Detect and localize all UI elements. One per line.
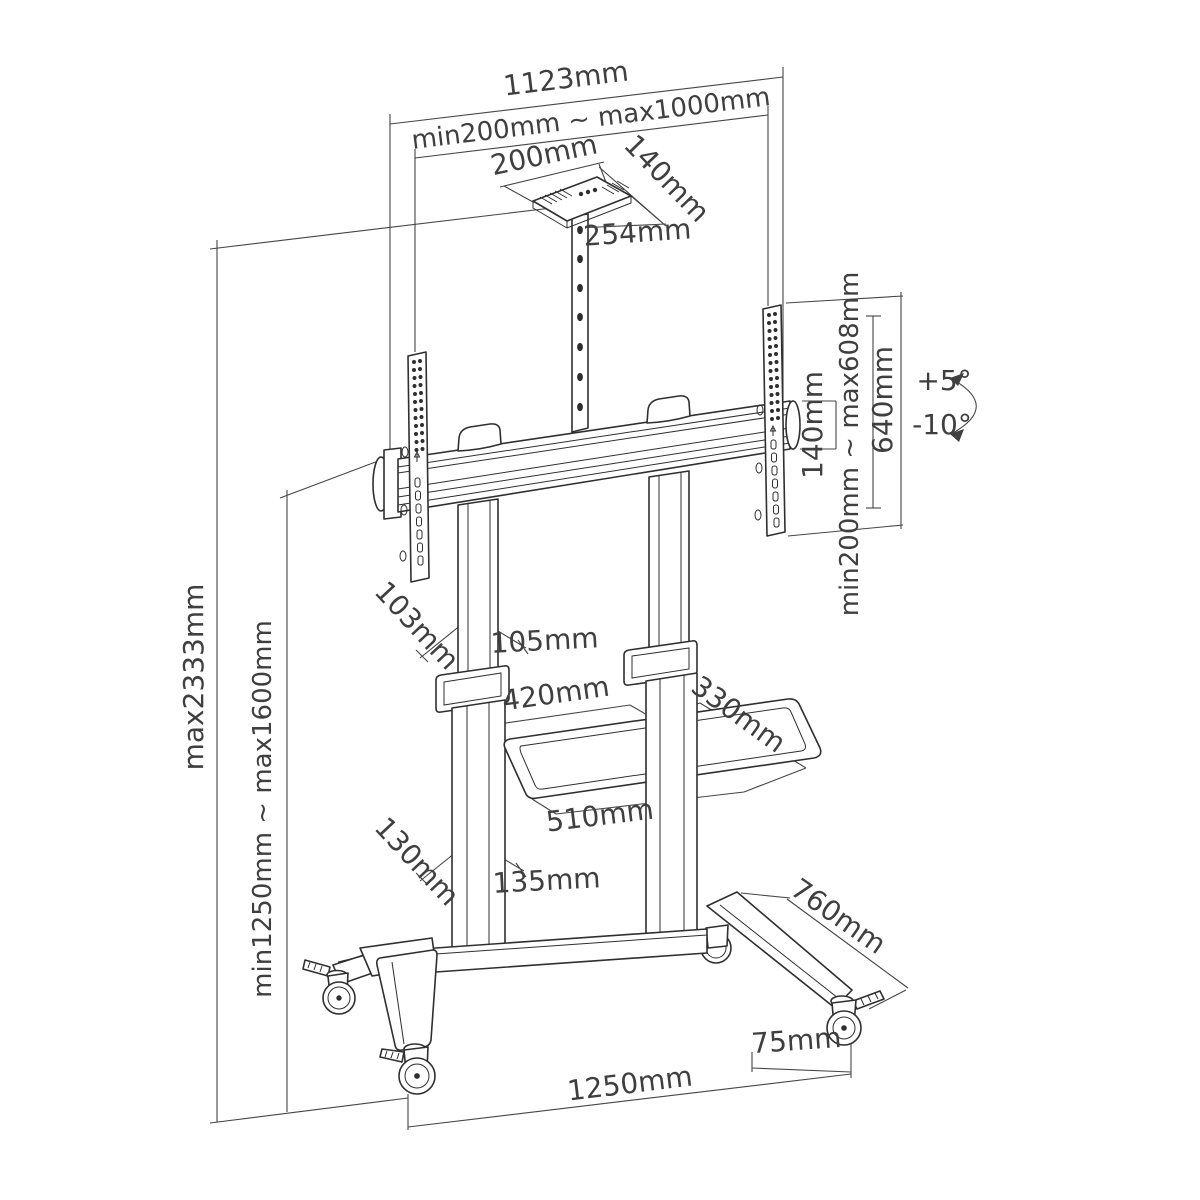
ext-bracket-bottom [787, 524, 904, 537]
dim-line-base-width [407, 1073, 852, 1128]
ext-floor [209, 1097, 409, 1124]
caster-rear-left [302, 959, 356, 1015]
base-beam [392, 928, 708, 976]
ext-shelf-corner [743, 767, 807, 793]
vesa-rail-left-holes [412, 359, 425, 452]
outer-column-right [645, 672, 698, 940]
crossbar-left-cap [383, 447, 402, 520]
label-caster-diameter: 75mm [750, 1021, 842, 1060]
dim-line-mount-width [414, 114, 769, 159]
dim-line-tray-width [499, 161, 605, 188]
tick-105-b [517, 639, 529, 655]
dimension-lines [209, 67, 977, 1130]
label-bracket-height: 640mm [866, 346, 899, 454]
label-upper-column-depth: 103mm [368, 575, 466, 676]
vesa-rail-right-slots [770, 439, 780, 528]
caster-front-right [826, 990, 885, 1046]
ext-height-top [209, 206, 561, 250]
foot-right [706, 891, 853, 1009]
crossbar-right-knob [785, 400, 801, 450]
tilt-arrow-down-icon [950, 429, 964, 442]
ext-bracket-top [785, 295, 904, 304]
upper-columns [457, 470, 690, 677]
label-tilt-down: -10° [912, 408, 972, 441]
vesa-rail-left [399, 351, 430, 583]
ext-base-rear [740, 892, 791, 899]
tick-103-a [415, 649, 429, 663]
label-overall-height-max: max2333mm [177, 584, 210, 771]
dim-line-caster [751, 1067, 852, 1073]
label-crossbar-height: 140mm [796, 371, 829, 479]
caster-front-left [379, 1043, 436, 1095]
label-tilt-up: +5° [916, 364, 971, 397]
crossbar [372, 395, 801, 520]
label-vesa-height-range: min200mm ~ max608mm [835, 272, 865, 617]
ext-tray-depth [630, 195, 667, 227]
crossbar-clamp-left [457, 423, 502, 452]
label-overall-width: 1123mm [501, 55, 630, 103]
vesa-rail-right-holes [767, 312, 780, 421]
leg-front-left [376, 949, 438, 1051]
base [302, 891, 885, 1095]
label-shelf-outer-width: 510mm [544, 793, 655, 839]
vesa-rail-left-slots [414, 477, 424, 566]
ext-tray-left [503, 185, 534, 203]
label-lower-column-depth: 130mm [368, 811, 466, 912]
tilt-arrow-up-icon [950, 373, 964, 386]
outer-column-left [451, 699, 506, 954]
label-tray-pole-length: 254mm [582, 212, 692, 252]
ext-base-front [868, 989, 907, 1010]
dim-line-base-depth [786, 898, 909, 989]
label-upper-column-width: 105mm [490, 621, 600, 660]
crossbar-clamp-right [646, 395, 691, 424]
caster-rear-right [700, 924, 732, 964]
tv-stand-illustration [302, 176, 885, 1095]
tick-130-a [415, 872, 429, 886]
tilt-arc [951, 378, 977, 434]
vesa-rail-right [754, 304, 786, 537]
dim-line-overall-width [389, 76, 784, 125]
camera-tray [532, 176, 632, 229]
label-height-adjust-range: min1250mm ~ max1600mm [248, 620, 278, 998]
label-lower-column-width: 135mm [492, 861, 602, 900]
ext-shelf-front [531, 798, 557, 815]
dim-line-pole [576, 223, 667, 229]
tick-135-b [515, 862, 527, 878]
